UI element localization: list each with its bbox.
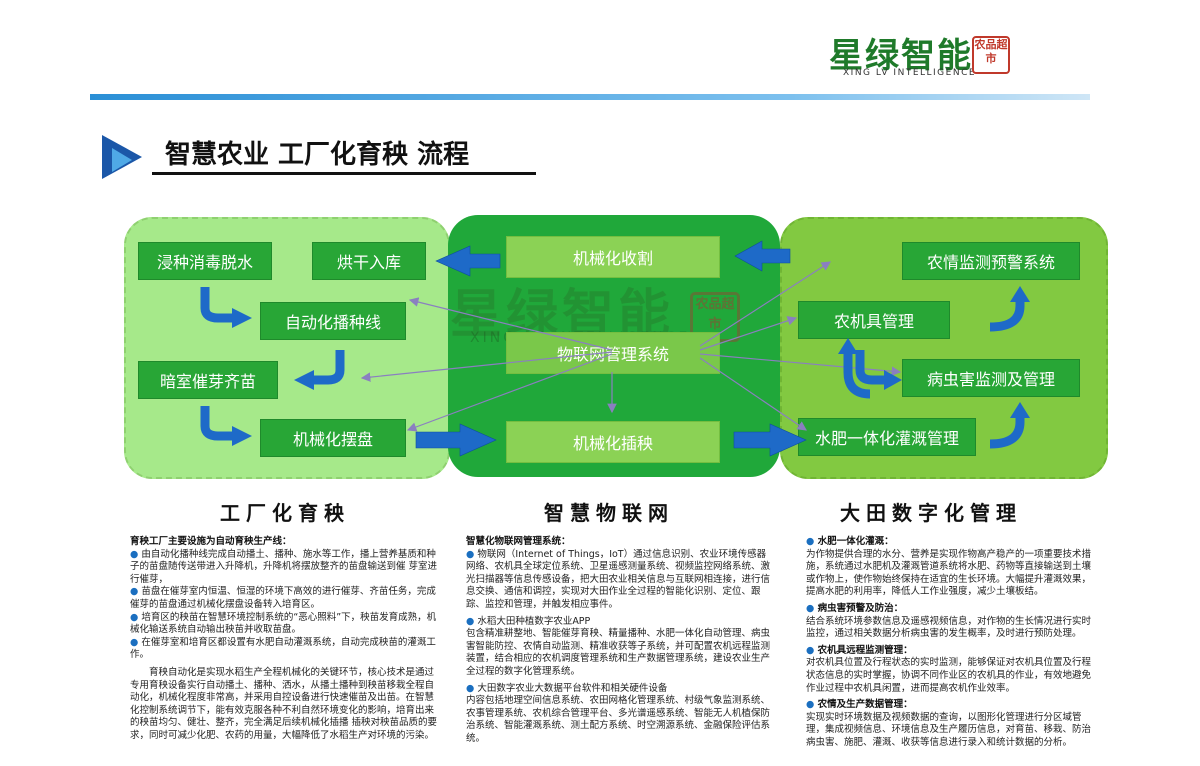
box-irrigation: 水肥一体化灌溉管理 [798,418,976,456]
nursery-paragraph: 育秧自动化是实现水稻生产全程机械化的关键环节，核心技术是通过专用育秧设备实行自动… [130,666,438,741]
iot-paragraph-3: 内容包括地理空间信息系统、农田网格化管理系统、村级气象监测系统、农事管理系统、农… [466,695,771,744]
link-iot-pest [699,353,902,377]
box-soak-disinfect: 浸种消毒脱水 [138,242,272,280]
arrow-tray-to-transplant [415,423,497,457]
iot-heading-2: 水稻大田种植数字农业APP [477,615,591,627]
title-underline [152,172,536,175]
curve-seeding-dark [312,350,345,385]
field-heading-1: 水肥一体化灌溉： [817,536,894,547]
curve-soak-seeding [200,287,234,323]
iot-paragraph-2: 包含精准耕整地、智能催芽育秧、精量播种、水肥一体化自动管理、病虫害智能防控、农情… [466,628,771,677]
field-paragraph-2: 结合系统环境参数信息及遥感视频信息，对作物的生长情况进行实时监控，通过相关数据分… [806,615,1092,640]
link-iot-seeding [408,297,613,351]
box-pest-monitor: 病虫害监测及管理 [902,359,1080,397]
page-title: 智慧农业 工厂化育秧 流程 [165,140,470,170]
curve-machine-warning [989,300,1025,332]
box-iot-system: 物联网管理系统 [506,332,720,374]
logo-text-cn: 星绿智能 [829,36,973,76]
text-iot: 智慧化物联网管理系统： ● 物联网（Internet of Things，IoT… [466,536,771,744]
curve-machine-pest [855,350,886,385]
field-heading-2: 病虫害预警及防治： [817,602,904,614]
title-arrow-inner-icon [112,148,132,172]
link-iot-irrigation [699,357,807,431]
box-mech-harvest: 机械化收割 [506,236,720,278]
arrow-harvest-to-dry [435,245,501,277]
box-mech-transplant: 机械化插秧 [506,421,720,463]
iot-heading-1: 智慧化物联网管理系统： [466,536,571,547]
box-mech-tray: 机械化摆盘 [260,419,406,457]
box-dry-store: 烘干入库 [312,242,426,280]
field-heading-4: 农情及生产数据管理： [817,699,913,711]
link-iot-tray [406,353,613,432]
nursery-bullet-4: 在催芽室和培育区都设置有水肥自动灌溉系统，自动完成秧苗的灌溉工作。 [130,636,436,661]
box-agri-warning: 农情监测预警系统 [902,242,1080,280]
curve-dark-tray [200,406,234,441]
field-paragraph-1: 为作物提供合理的水分、营养是实现作物高产稳产的一项重要技术措施，系统通过水肥机及… [806,548,1092,598]
header-divider [90,94,1090,100]
nursery-heading: 育秧工厂主要设施为自动育秧生产线： [130,536,292,547]
box-dark-germination: 暗室催芽齐苗 [138,361,278,399]
arrow-transplant-to-irrigation [733,423,807,457]
text-nursery: 育秧工厂主要设施为自动育秧生产线： ● 由自动化播种线完成自动播土、播种、施水等… [130,536,438,741]
field-paragraph-3: 对农机具位置及行程状态的实时监测，能够保证对农机具位置及行程状态信息的实时掌握，… [806,657,1092,694]
title-iot: 智慧物联网 [544,501,674,525]
nursery-bullet-1: 由自动化播种线完成自动播土、播种、施水等工作，播上营养基质和种子的苗盘随传送带进… [130,548,438,585]
curve-irrigation-pest [989,416,1025,449]
link-iot-warning [699,261,832,347]
box-machinery-mgmt: 农机具管理 [798,301,950,339]
iot-paragraph-1: 物联网（Internet of Things，IoT）通过信息识别、农业环境传感… [466,548,771,610]
logo-text-en: XING LV INTELLIGENCE [843,68,977,78]
title-field: 大田数字化管理 [840,501,1022,525]
field-paragraph-4: 实现实时环境数据及视频数据的查询，以图形化管理进行分区域管理，集成视频信息、环境… [806,711,1092,748]
box-auto-seeding: 自动化播种线 [260,302,406,340]
link-iot-machine [699,316,798,351]
arrow-field-to-harvest [734,240,791,272]
text-field: ● 水肥一体化灌溉： 为作物提供合理的水分、营养是实现作物高产稳产的一项重要技术… [806,536,1098,750]
nursery-bullet-3: 培育区的秧苗在智慧环境控制系统的“恶心照料”下，秧苗发育成熟，机械化输送系统自动… [130,611,437,636]
iot-heading-3: 大田数字农业大数据平台软件和相关硬件设备 [477,682,668,694]
link-iot-dark [360,351,613,382]
nursery-bullet-2: 苗盘在催芽室内恒温、恒湿的环境下高效的进行催芽、齐苗任务，完成催芽的苗盘通过机械… [130,586,436,610]
field-heading-3: 农机具远程监测管理： [817,644,913,656]
logo-seal: 农品超市 [972,36,1010,74]
curve-pest-machine [843,352,871,399]
title-nursery: 工厂化育秧 [220,501,350,525]
